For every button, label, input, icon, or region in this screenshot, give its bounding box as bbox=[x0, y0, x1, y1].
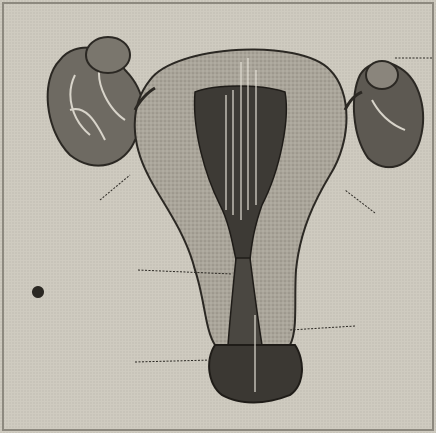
ink-blot bbox=[32, 286, 44, 298]
left-ovary bbox=[48, 37, 144, 166]
